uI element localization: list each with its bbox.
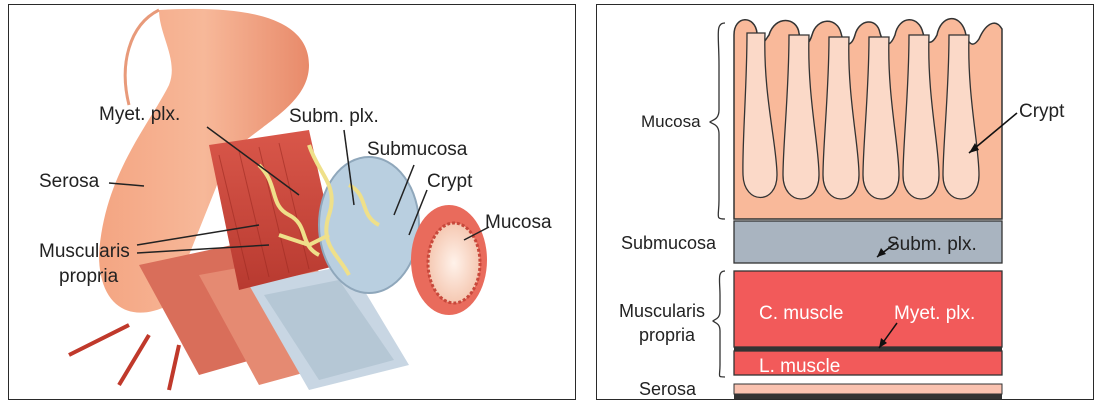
label-serosa: Serosa [639, 379, 697, 399]
label-longitudinal-muscle: L. muscle [759, 356, 840, 377]
label-circular-muscle: C. muscle [759, 303, 843, 324]
label-submucosa: Submucosa [367, 139, 468, 160]
intestine-3d-illustration-panel: Myet. plx. Subm. plx. Submucosa Crypt Mu… [8, 4, 576, 400]
label-serosa: Serosa [39, 171, 100, 192]
label-mucosa: Mucosa [485, 212, 552, 233]
label-crypt: Crypt [1019, 101, 1065, 122]
label-myenteric-plexus: Myet. plx. [99, 104, 180, 125]
label-submucosal-plexus: Subm. plx. [289, 106, 379, 127]
mucosa-brace [710, 23, 725, 219]
submucosa-ring [319, 157, 419, 293]
label-submucosa: Submucosa [621, 233, 717, 253]
serosa-layer [734, 384, 1002, 394]
label-myenteric-plexus: Myet. plx. [894, 303, 975, 324]
intestine-layers-schematic-panel: Mucosa Crypt Submucosa Subm. plx. Muscul… [596, 4, 1094, 400]
label-mucosa: Mucosa [641, 112, 701, 131]
label-muscularis-line1: Muscularis [619, 301, 705, 321]
intestine-3d-illustration: Myet. plx. Subm. plx. Submucosa Crypt Mu… [9, 5, 575, 399]
label-muscularis-line2: propria [639, 325, 696, 345]
label-muscularis-line2: propria [59, 266, 119, 287]
label-submucosal-plexus: Subm. plx. [887, 234, 977, 255]
muscularis-brace [713, 271, 725, 377]
label-muscularis-line1: Muscularis [39, 241, 130, 262]
label-crypt: Crypt [427, 171, 473, 192]
intestine-layers-schematic: Mucosa Crypt Submucosa Subm. plx. Muscul… [597, 5, 1093, 399]
